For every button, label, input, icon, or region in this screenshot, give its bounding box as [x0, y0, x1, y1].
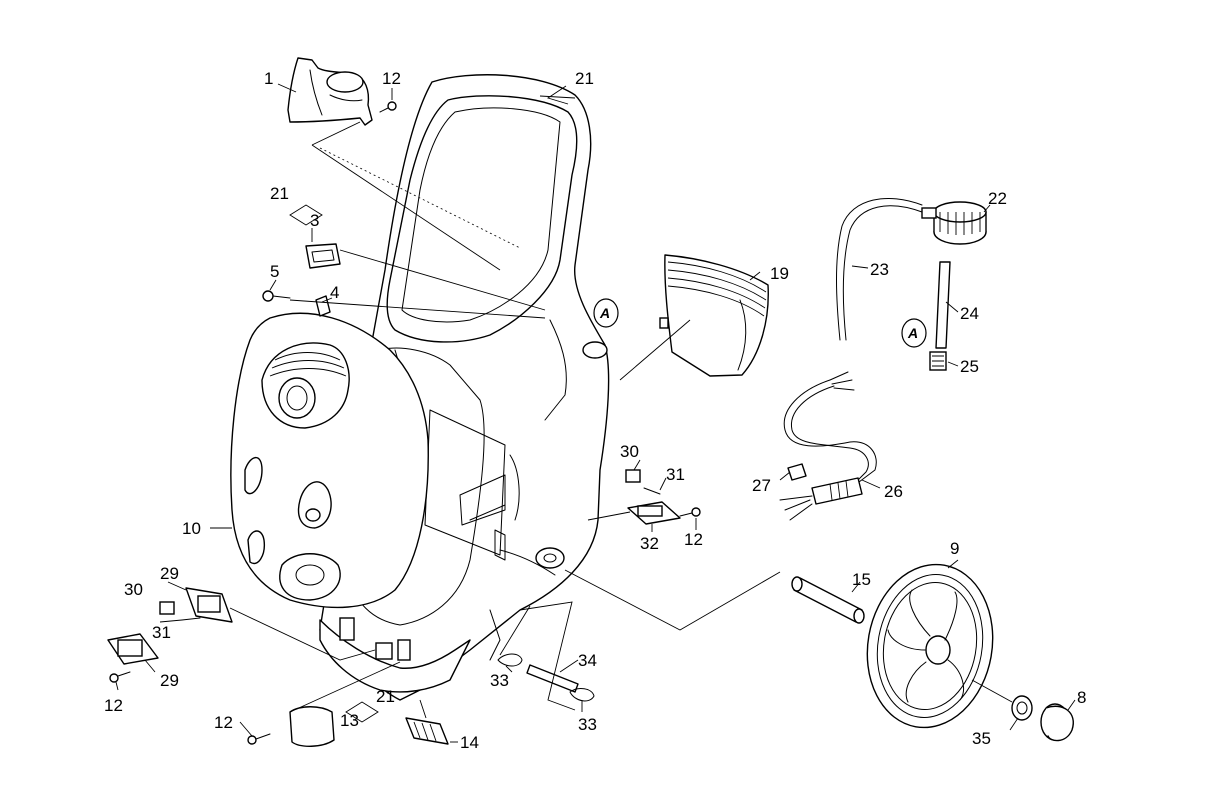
part-14-foot: [405, 717, 449, 745]
label-part-29: 29: [160, 564, 179, 583]
label-part-30: 30: [620, 442, 639, 461]
label-part-12: 12: [684, 530, 703, 549]
marker-a-hose: A: [901, 318, 927, 348]
part-19-side-cover: [659, 254, 769, 377]
label-part-33: 33: [578, 715, 597, 734]
label-part-34: 34: [578, 651, 597, 670]
leader-lines: [115, 83, 1076, 743]
part-33-clip-upper: [497, 653, 523, 667]
part-32-plate: [627, 501, 681, 525]
part-30-bushing-upper: [625, 469, 641, 483]
front-cover: [230, 312, 429, 609]
label-part-3: 3: [310, 211, 319, 230]
part-34-axle-pin: [526, 664, 579, 693]
part-25-filter: [929, 351, 947, 371]
label-part-14: 14: [460, 733, 479, 752]
label-part-33: 33: [490, 671, 509, 690]
label-part-13: 13: [340, 711, 359, 730]
part-22-cap: [921, 201, 987, 245]
part-3-bracket: [305, 243, 341, 269]
label-part-10: 10: [182, 519, 201, 538]
part-5-screw: [262, 290, 291, 302]
label-part-12: 12: [382, 69, 401, 88]
part-12-screw-plate: [679, 507, 701, 517]
label-part-31: 31: [152, 623, 171, 642]
svg-text:A: A: [907, 325, 918, 341]
label-part-22: 22: [988, 189, 1007, 208]
label-part-19: 19: [770, 264, 789, 283]
label-part-24: 24: [960, 304, 979, 323]
label-part-29: 29: [160, 671, 179, 690]
label-part-31: 31: [666, 465, 685, 484]
part-31-pin-upper: [643, 487, 661, 495]
label-part-4: 4: [330, 283, 339, 302]
part-33-clip-lower: [569, 688, 595, 702]
part-24-tube: [935, 261, 951, 349]
part-4-clip: [315, 295, 331, 317]
part-13-cover: [289, 706, 335, 747]
part-29-bracket-lower: [107, 633, 159, 665]
label-part-21: 21: [270, 184, 289, 203]
part-9-wheel: [866, 563, 994, 729]
part-23-hose: [842, 205, 923, 341]
label-part-26: 26: [884, 482, 903, 501]
part-31-pin-lower: [181, 617, 201, 621]
label-part-9: 9: [950, 539, 959, 558]
label-part-8: 8: [1077, 688, 1086, 707]
part-8-hub-cap: [1040, 703, 1074, 742]
label-part-21: 21: [376, 687, 395, 706]
part-29-bracket-upper: [185, 587, 233, 623]
label-part-12: 12: [104, 696, 123, 715]
part-35-washer: [1011, 695, 1033, 721]
label-part-15: 15: [852, 570, 871, 589]
part-27-clip: [787, 463, 807, 481]
part-1-top-cover: [287, 57, 373, 126]
label-part-1: 1: [264, 69, 273, 88]
part-12-screw-lower-left: [109, 671, 131, 683]
part-30-bushing-lower: [159, 601, 175, 615]
part-number-labels: 1 12 21 21 3 5 4 10 19 22 23 24 25 30 31…: [104, 69, 1086, 752]
label-part-21: 21: [575, 69, 594, 88]
label-part-5: 5: [270, 262, 279, 281]
part-26-cable: [779, 371, 877, 521]
label-part-35: 35: [972, 729, 991, 748]
label-part-32: 32: [640, 534, 659, 553]
label-part-23: 23: [870, 260, 889, 279]
label-part-12: 12: [214, 713, 233, 732]
label-part-27: 27: [752, 476, 771, 495]
label-part-30: 30: [124, 580, 143, 599]
svg-text:A: A: [599, 305, 610, 321]
marker-a-housing: A: [593, 298, 619, 328]
label-part-25: 25: [960, 357, 979, 376]
part-12-screw-top: [379, 101, 397, 113]
part-15-axle: [791, 576, 865, 624]
